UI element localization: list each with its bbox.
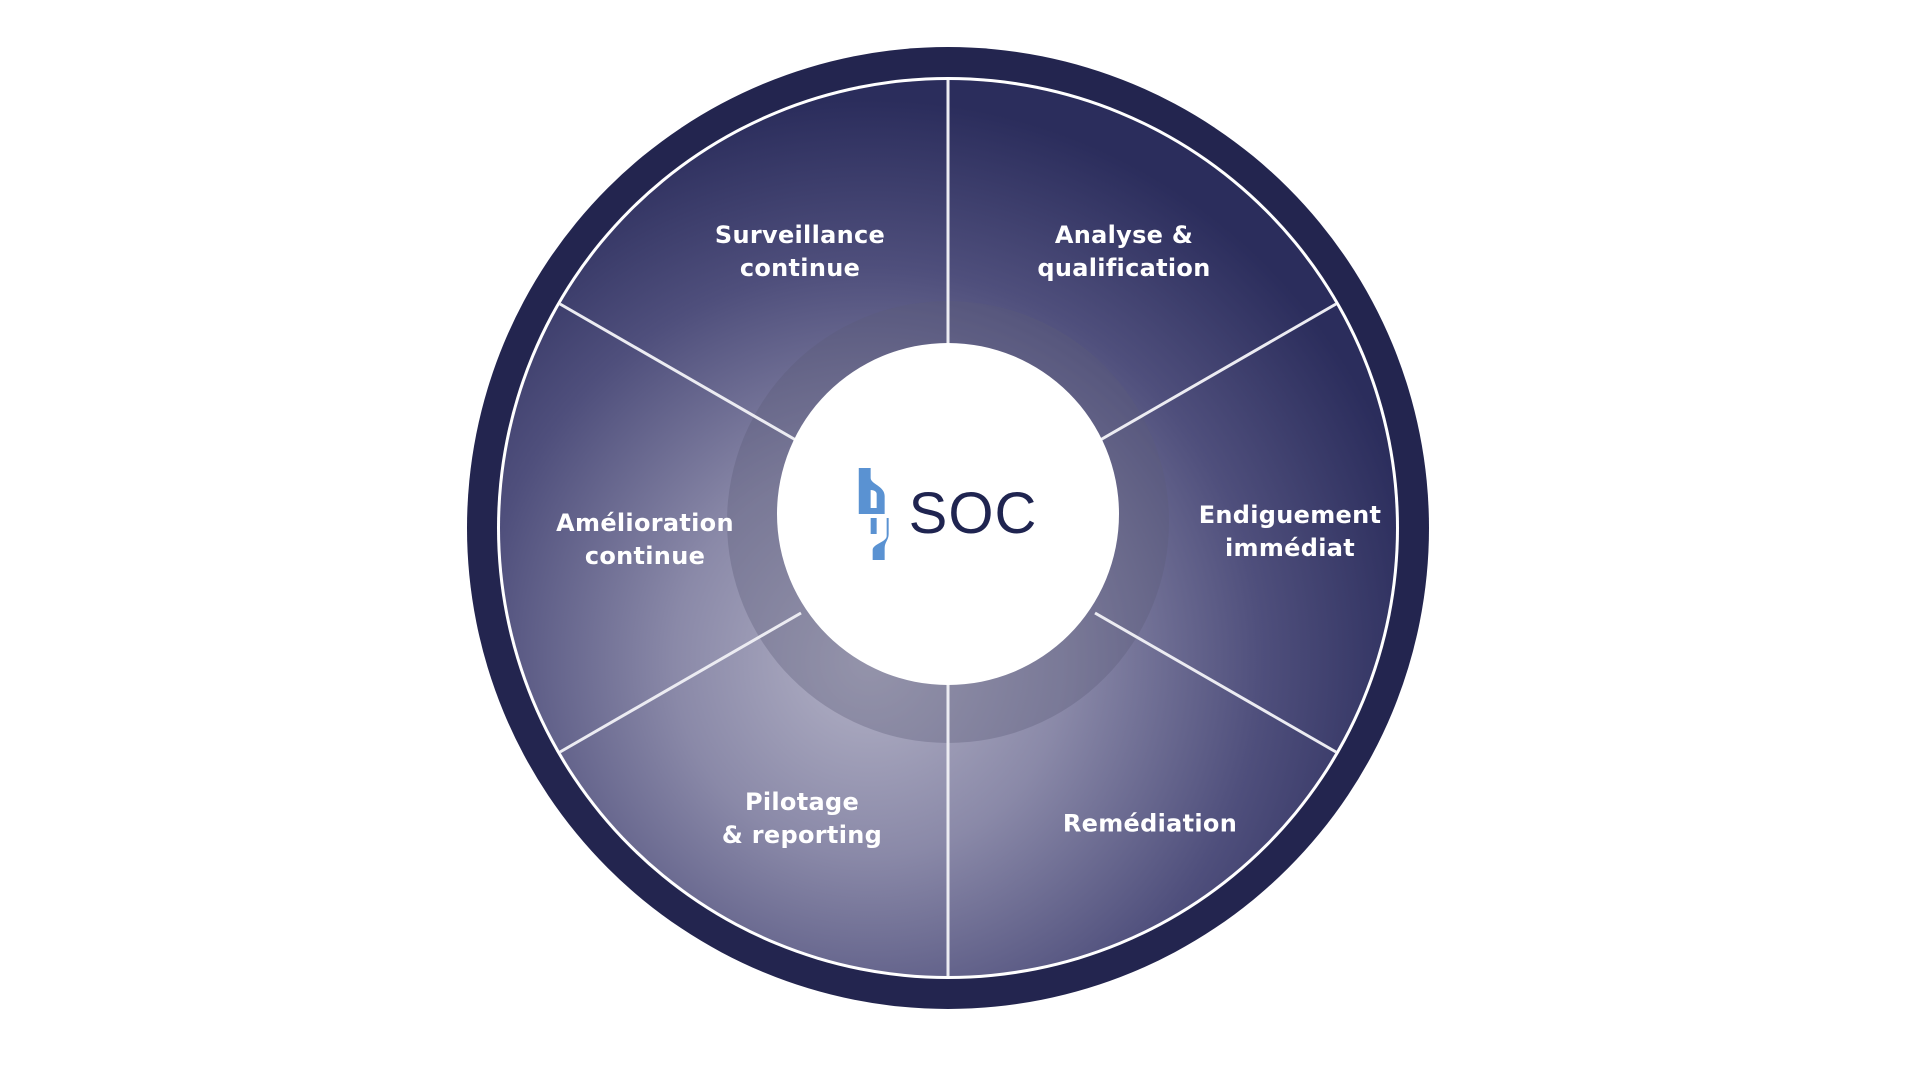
segment-label-line1: Surveillance	[714, 221, 886, 249]
segment-amelioration-continue: Amélioration continue	[556, 507, 734, 573]
brand-mark-icon	[858, 468, 889, 560]
center-logo: SOC	[858, 468, 1038, 560]
segment-label-line2: continue	[584, 542, 706, 570]
segment-surveillance-continue: Surveillance continue	[715, 219, 885, 285]
segment-dividers	[559, 80, 1337, 976]
center-title: SOC	[908, 481, 1038, 546]
segment-pilotage-reporting: Pilotage & reporting	[722, 786, 882, 852]
segment-label-line2: immédiat	[1224, 534, 1355, 562]
segment-label-line1: Endiguement	[1198, 501, 1382, 529]
segment-label-line2: & reporting	[721, 821, 883, 849]
segment-label-line1: Amélioration	[556, 509, 734, 537]
segment-label-line2: qualification	[1037, 254, 1211, 282]
segment-label-line1: Analyse &	[1054, 221, 1194, 249]
segment-analyse-qualification: Analyse & qualification	[1037, 219, 1210, 285]
segment-remediation: Remédiation	[1063, 808, 1237, 841]
center-circle	[777, 343, 1119, 685]
segment-label-line2: continue	[739, 254, 861, 282]
segment-label-line1: Pilotage	[744, 788, 860, 816]
segment-label-line1: Remédiation	[1062, 809, 1238, 838]
segment-endiguement-immediat: Endiguement immédiat	[1199, 499, 1382, 565]
